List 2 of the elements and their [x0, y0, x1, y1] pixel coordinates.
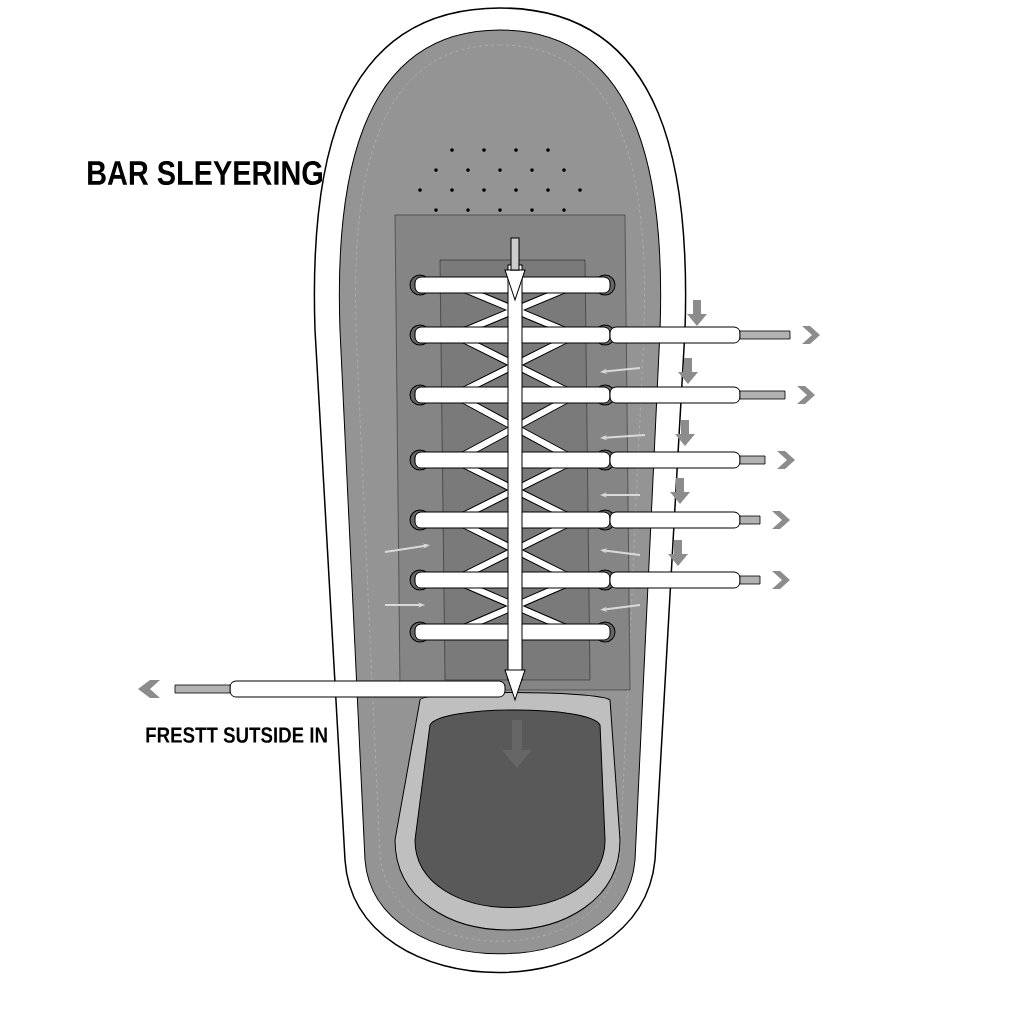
- title: BAR SLEYERING: [88, 160, 322, 186]
- label: FRESTT SUTSIDE IN: [146, 727, 327, 743]
